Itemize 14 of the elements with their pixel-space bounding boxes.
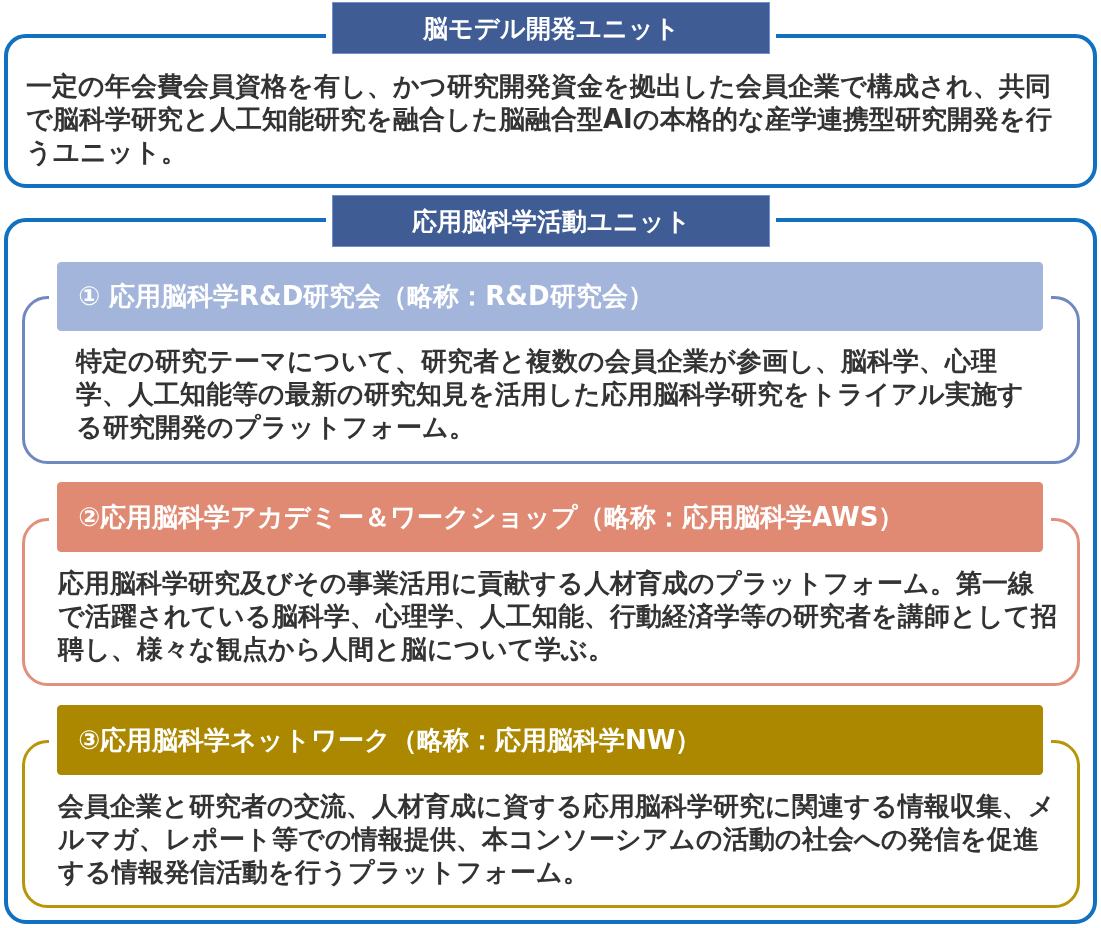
section-box xyxy=(22,262,1080,464)
section-box xyxy=(22,482,1080,686)
description-text: 一定の年会費会員資格を有し、かつ研究開発資金を拠出した会員企業で構成され、共同で脳科学研究と人工知能研究を融合した脳融合型AIの本格的な産学連携型研究開発を行うユニット。 xyxy=(26,70,1053,169)
unit-box xyxy=(4,195,1097,924)
unit-heading: 脳モデル開発ユニット xyxy=(332,2,770,54)
description-text: 応用脳科学研究及びその事業活用に貢献する人材育成のプラットフォーム。第一線で活躍されている脳科学、心理学、人工知能、行動経済学等の研究者を講師として招聘し、様々な観点から人間と脳について学ぶ。 xyxy=(58,567,1058,666)
section-heading: ① 応用脳科学R&D研究会（略称：R&D研究会） xyxy=(57,262,1043,331)
description-text: 会員企業と研究者の交流、人材育成に資する応用脳科学研究に関連する情報収集、メルマガ、レポート等での情報提供、本コンソーシアムの活動の社会への発信を促進する情報発信活動を行うプラットフォーム。 xyxy=(58,790,1056,889)
description-text: 特定の研究テーマについて、研究者と複数の会員企業が参画し、脳科学、心理学、人工知能等の最新の研究知見を活用した応用脳科学研究をトライアル実施する研究開発のプラットフォーム。 xyxy=(76,345,1025,444)
section-box xyxy=(22,705,1080,908)
section-heading: ②応用脳科学アカデミー＆ワークショップ（略称：応用脳科学AWS） xyxy=(57,482,1043,552)
unit-heading: 応用脳科学活動ユニット xyxy=(332,195,770,247)
section-heading: ③応用脳科学ネットワーク（略称：応用脳科学NW） xyxy=(57,705,1043,775)
unit-box xyxy=(4,2,1097,188)
